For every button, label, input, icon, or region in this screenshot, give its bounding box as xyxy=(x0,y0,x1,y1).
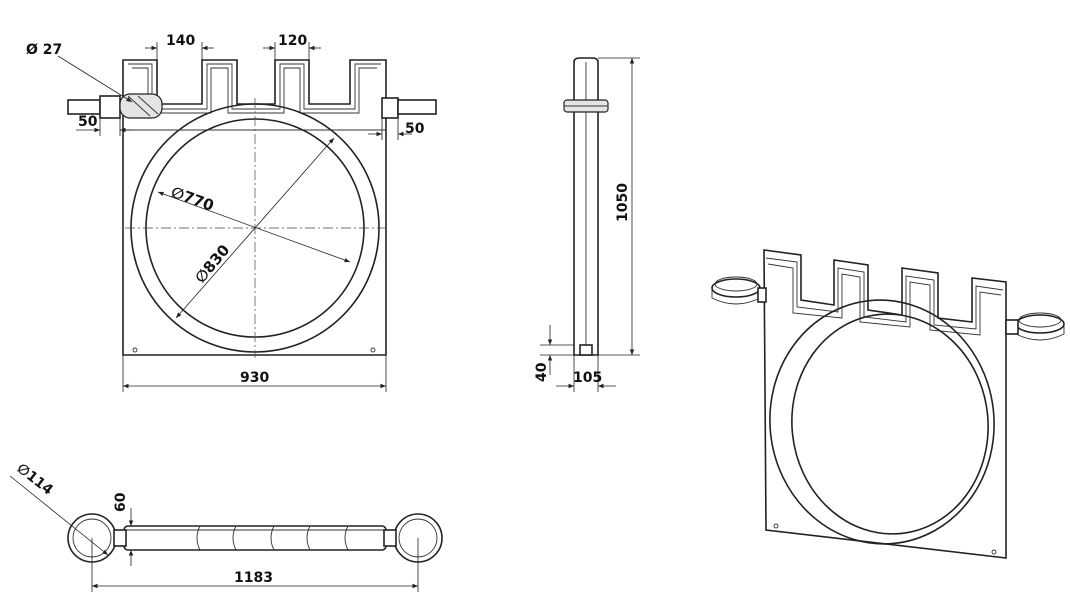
merlon-width-dimension xyxy=(145,42,214,60)
pin-right-length-dimension xyxy=(368,118,412,140)
iso-crenel-top-inner-2 xyxy=(767,263,1002,336)
thickness-dimension xyxy=(556,355,616,392)
ring-diameter-label: ∅114 xyxy=(14,461,57,499)
isometric-view xyxy=(711,249,1065,559)
iso-left-ring xyxy=(711,276,767,305)
iso-outer-circle xyxy=(769,299,995,545)
iso-inner-circle xyxy=(791,313,989,535)
pin-right-length-label: 50 xyxy=(405,121,425,137)
top-bar-crenel-arcs xyxy=(196,525,349,551)
base-height-label: 40 xyxy=(534,362,550,382)
side-view: 1050 40 105 xyxy=(534,57,640,392)
pin-left-length-dimension xyxy=(76,118,134,136)
overall-length-label: 1183 xyxy=(234,570,273,586)
iso-right-ring xyxy=(1005,312,1065,341)
side-base-notch xyxy=(579,344,593,356)
front-hole-bottom-right xyxy=(370,347,376,353)
front-right-pin xyxy=(381,97,437,119)
top-view: ∅114 60 1183 xyxy=(9,461,443,592)
base-height-dimension xyxy=(540,325,574,375)
iso-hole-bottom-right xyxy=(991,549,997,555)
pin-left-length-label: 50 xyxy=(78,114,98,130)
plate-width-label: 930 xyxy=(240,370,269,386)
height-label: 1050 xyxy=(615,183,631,222)
outer-diameter-leader xyxy=(175,137,335,319)
merlon-width-label: 140 xyxy=(166,33,195,49)
top-left-ring xyxy=(67,513,127,563)
thickness-label: 105 xyxy=(573,370,602,386)
overall-length-dimension xyxy=(91,538,419,592)
top-right-ring xyxy=(383,513,443,563)
pin-diameter-leader xyxy=(57,55,133,103)
bar-thickness-dimension xyxy=(126,508,140,566)
plate-width-dimension xyxy=(122,355,387,392)
gap-width-dimension xyxy=(263,42,321,60)
gap-width-label: 120 xyxy=(278,33,307,49)
iso-plate-face xyxy=(763,249,1007,559)
iso-hole-bottom-left xyxy=(773,523,779,529)
front-left-pin xyxy=(67,93,163,119)
ring-diameter-leader xyxy=(9,475,109,556)
front-view: Ø 27 140 120 50 xyxy=(26,33,437,392)
front-hole-bottom-left xyxy=(132,347,138,353)
pin-diameter-label: Ø 27 xyxy=(26,42,62,58)
front-crenel-inner-1 xyxy=(128,63,381,110)
iso-crenel-top-inner xyxy=(765,257,1004,330)
bar-thickness-label: 60 xyxy=(113,492,129,512)
height-dimension xyxy=(598,57,640,356)
